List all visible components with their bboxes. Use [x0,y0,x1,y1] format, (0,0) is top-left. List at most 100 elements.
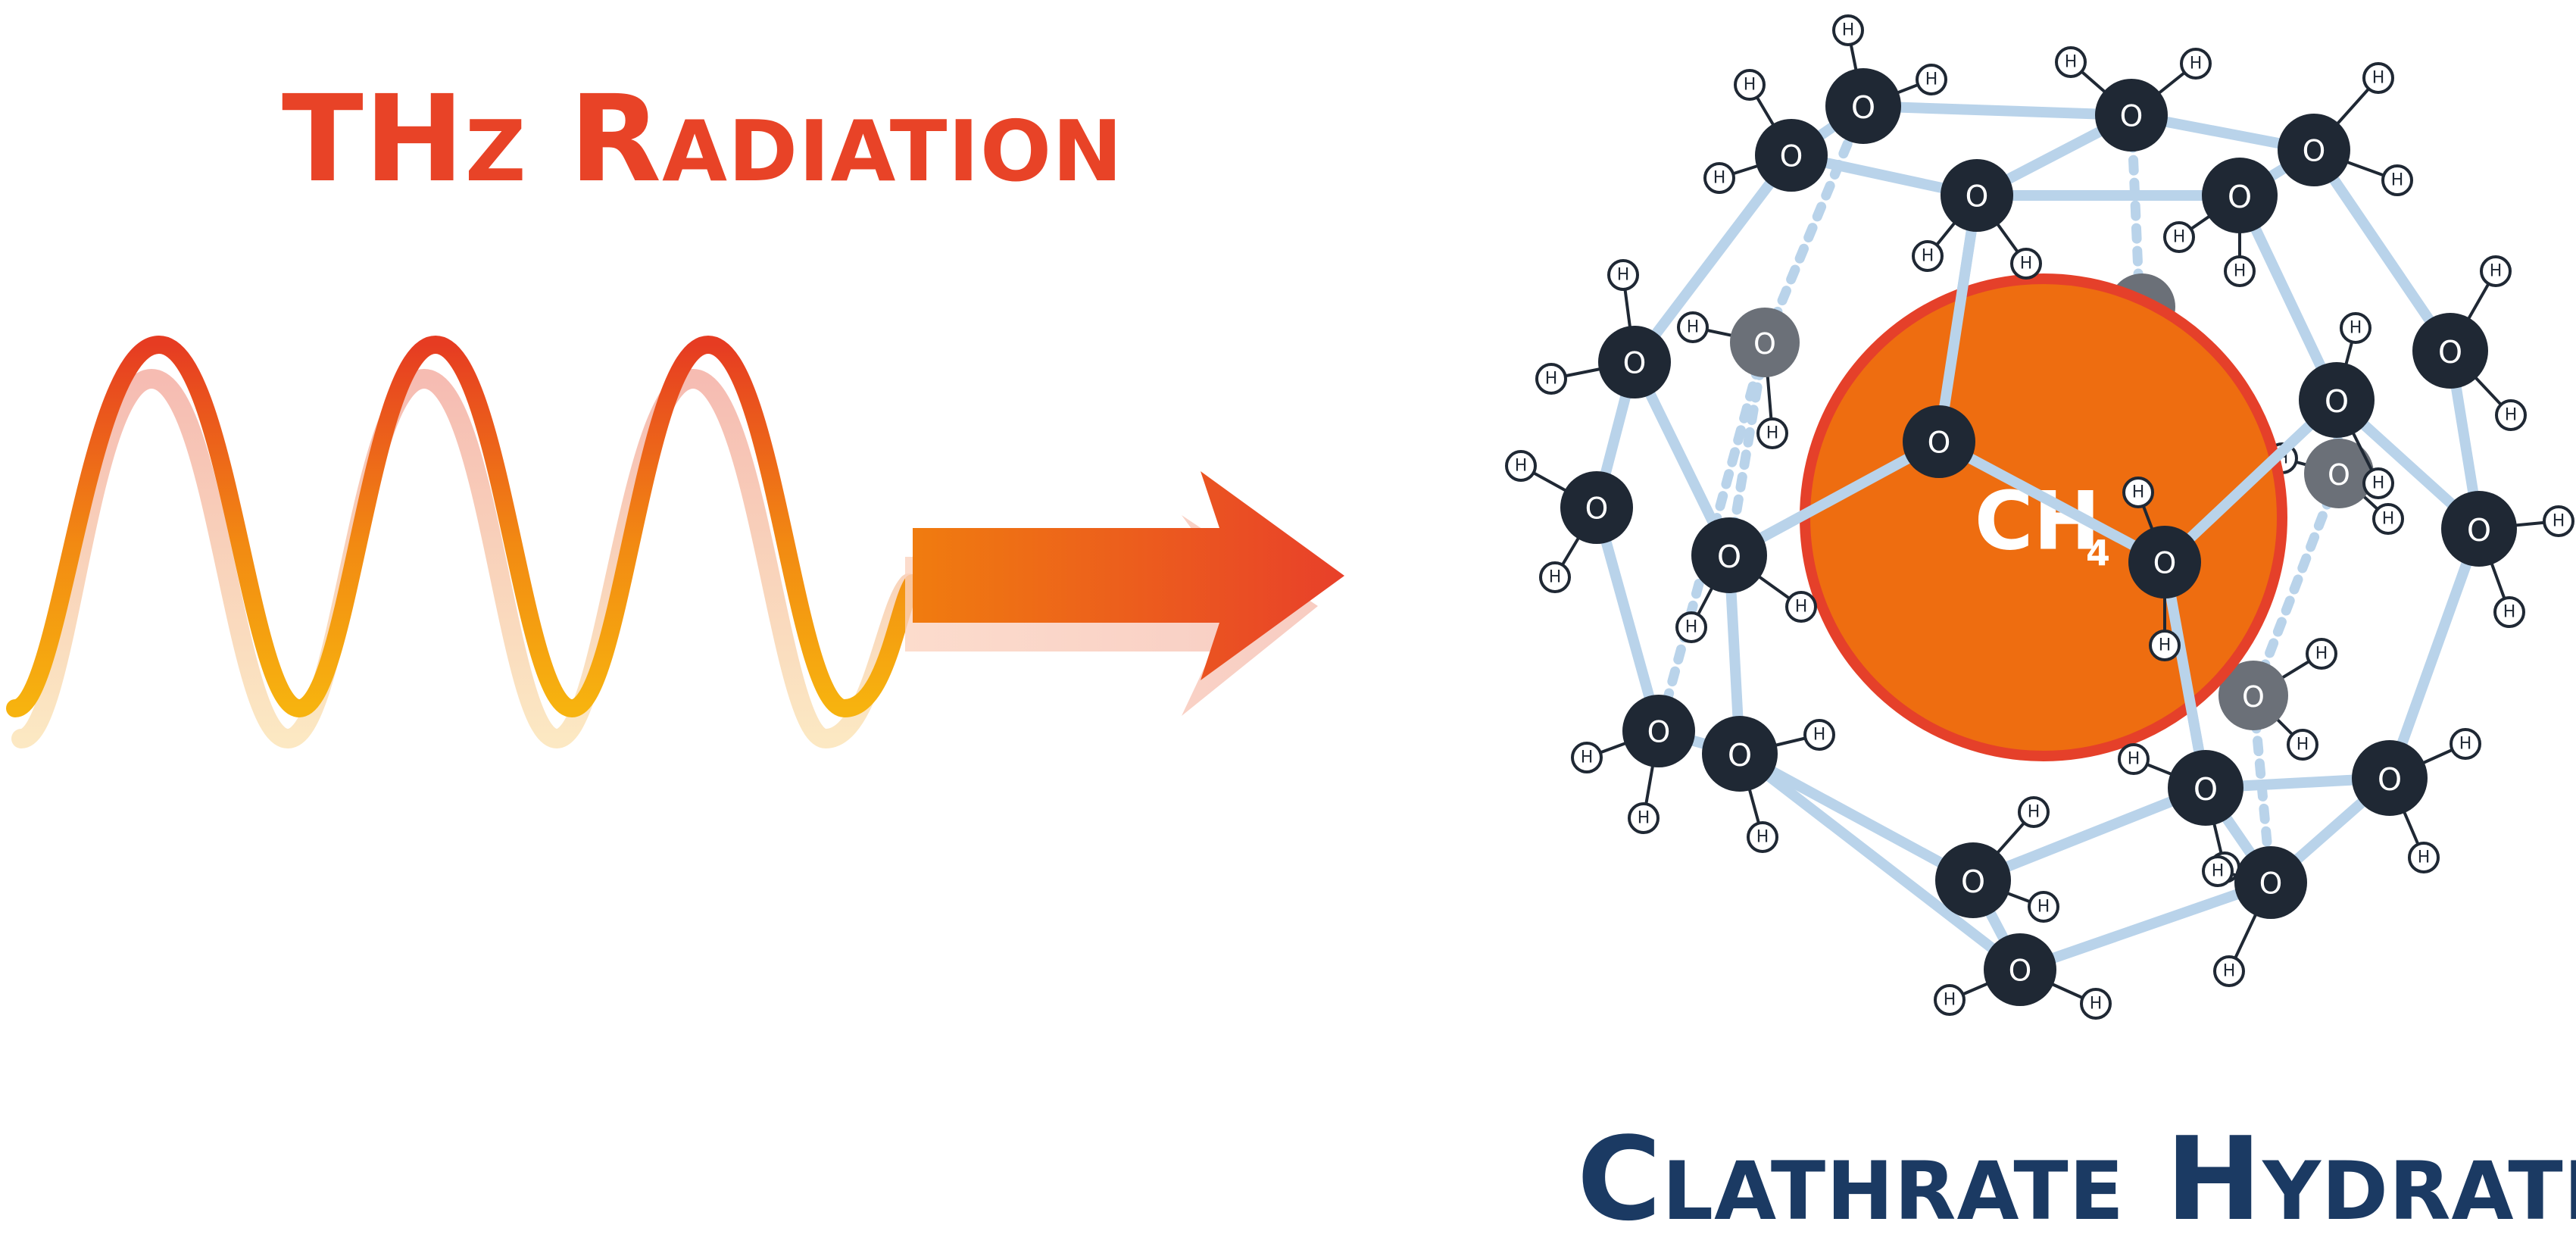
oxygen-atom: O [2278,114,2350,186]
water-molecule: HHO [2441,491,2574,628]
thz-radiation-title: THz Radiation [282,70,1124,209]
svg-text:O: O [1928,427,1951,461]
svg-text:O: O [1851,89,1875,126]
hydrogen-atom: H [2202,855,2234,887]
svg-text:O: O [2438,334,2462,370]
oxygen-atom: O [1903,405,1975,478]
oxygen-atom: O [1560,471,1633,544]
water-molecule: H H O [1703,69,1828,194]
svg-text:O: O [1717,539,1741,575]
svg-text:H: H [2020,255,2033,273]
svg-text:H: H [2315,645,2328,664]
svg-text:H: H [1617,266,1630,285]
svg-text:H: H [1766,424,1779,443]
svg-text:O: O [2194,771,2218,808]
svg-text:O: O [2378,761,2402,798]
cage-bond [1968,783,2211,886]
oxygen-atom: O [2352,740,2428,816]
svg-text:H: H [2159,636,2172,655]
svg-text:O: O [2259,867,2283,901]
hydrogen-atom: H [2055,46,2087,78]
hydrogen-atom: H [2493,596,2525,628]
cage-bond [1934,436,2170,567]
hydrogen-atom: H [1703,162,1735,194]
hydrogen-atom: H [1505,450,1537,482]
cage-bond [1591,502,1664,736]
svg-text:H: H [2459,735,2472,754]
hydrogen-atom: H [1607,259,1639,291]
svg-text:H: H [2090,995,2103,1014]
thz-wave-icon [6,335,922,749]
water-molecule: HHO [2122,477,2201,661]
svg-text:O: O [2242,680,2265,714]
water-molecule: H H O [2352,728,2481,873]
svg-text:O: O [2120,100,2144,134]
oxygen-atom: O [1941,159,2013,232]
svg-text:H: H [1685,618,1698,637]
svg-text:H: H [1925,70,1938,89]
hydrogen-atom: H [2480,255,2512,287]
cage-bond [1858,101,2137,120]
hydrogen-atom: H [2180,48,2212,80]
svg-text:O: O [1585,492,1609,527]
svg-text:H: H [2037,898,2050,917]
water-molecule: HHO [2118,743,2243,883]
water-molecule: H H O [1675,517,1817,643]
svg-text:O: O [1780,140,1803,174]
oxygen-atom: O [2128,526,2201,598]
oxygen-atom: O [2218,661,2288,730]
methane-subscript: 4 [2086,533,2110,573]
oxygen-atom: O [1598,326,1671,398]
water-molecule: HHO [1702,716,1835,853]
hydrogen-atom: H [1785,591,1817,623]
water-molecule: HHO [1935,796,2059,923]
cage-bond [1629,150,1797,367]
hydrogen-atom: H [2163,221,2195,253]
oxygen-atom: O [2234,846,2307,919]
svg-text:O: O [1728,737,1752,773]
cage-bond [2159,557,2211,793]
hydrogen-atom: H [2287,729,2318,761]
hydrogen-atom: H [2010,248,2042,280]
hydrogen-bond-dashed [1759,101,1869,348]
oxygen-atom: O [2441,491,2517,567]
hydrogen-atom: H [1912,240,1944,272]
water-molecule: HHO [2163,158,2278,287]
svg-text:O: O [2467,512,2491,548]
hydrogen-atom: H [1916,64,1947,95]
svg-text:H: H [2372,474,2385,493]
hydrogen-atom: H [1756,417,1788,449]
right-arrow-icon [905,471,1344,716]
oxygen-atom: O [2412,313,2488,389]
svg-text:H: H [1922,247,1934,266]
svg-text:H: H [2382,510,2395,529]
svg-text:H: H [2190,55,2203,73]
hydrogen-atom: H [1539,561,1571,593]
hydrogen-atom: H [2450,728,2481,760]
hydrogen-atom: H [2408,842,2440,873]
svg-text:O: O [1647,716,1671,750]
svg-text:H: H [2297,736,2309,755]
cage-bond [2015,877,2276,975]
svg-text:H: H [1515,457,1528,476]
svg-text:O: O [2153,547,2177,581]
oxygen-atom: O [1825,68,1901,144]
svg-text:H: H [2490,262,2503,281]
svg-text:H: H [2391,171,2404,190]
svg-text:H: H [2173,228,2186,247]
svg-text:H: H [2065,53,2078,72]
hydrogen-atom: H [2495,399,2527,431]
svg-text:H: H [2503,603,2516,622]
hydrogen-atom: H [1832,14,1864,46]
cage-bond [2309,145,2456,356]
svg-text:H: H [1744,76,1756,95]
hydrogen-atom: H [2018,796,2050,828]
hydrogen-atom: H [1747,821,1778,853]
svg-text:H: H [1944,991,1956,1010]
oxygen-atom: O [1622,695,1695,767]
hydrogen-atom: H [2381,164,2413,196]
svg-text:O: O [2325,383,2349,420]
oxygen-atom: O [1755,119,1828,192]
oxygen-atom: O [2095,79,2168,152]
